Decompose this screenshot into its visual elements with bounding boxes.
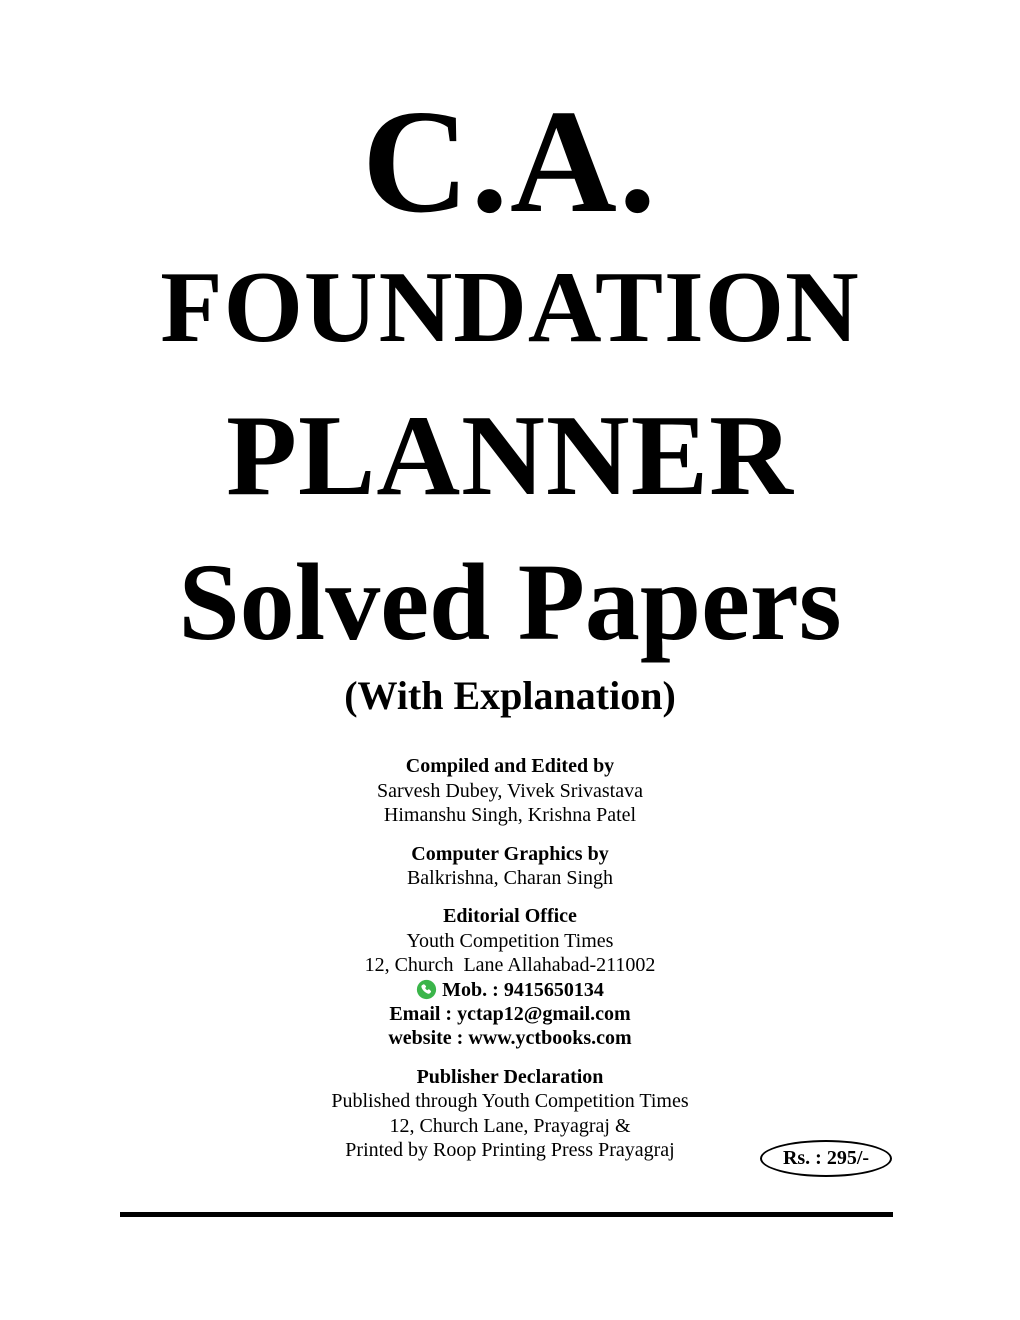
whatsapp-icon — [416, 979, 437, 1000]
price-label: Rs. : 295/- — [782, 1147, 870, 1169]
book-title-foundation: FOUNDATION — [160, 251, 860, 364]
editorial-office-heading: Editorial Office — [443, 905, 577, 928]
publisher-line1: Published through Youth Competition Time… — [331, 1090, 689, 1113]
compiled-names-line1: Sarvesh Dubey, Vivek Srivastava — [377, 779, 643, 802]
book-title-planner: PLANNER — [226, 391, 794, 520]
bottom-divider-rule — [120, 1212, 893, 1217]
editorial-office-address: 12, Church Lane Allahabad-211002 — [364, 954, 656, 977]
compiled-names-line2: Himanshu Singh, Krishna Patel — [383, 804, 637, 827]
editorial-office-name: Youth Competition Times — [406, 929, 614, 952]
email-line: Email : yctap12@gmail.com — [389, 1002, 631, 1025]
book-title-solved-papers: Solved Papers — [178, 540, 842, 663]
mobile-line: Mob. : 9415650134 — [0, 978, 1020, 1002]
website-line: website : www.yctbooks.com — [388, 1027, 632, 1050]
publisher-line2: 12, Church Lane, Prayagraj & — [389, 1114, 631, 1137]
graphics-heading: Computer Graphics by — [411, 842, 609, 865]
title-block: C.A. FOUNDATION PLANNER Solved Papers (W… — [160, 80, 860, 719]
price-badge: Rs. : 295/- — [760, 1140, 892, 1177]
graphics-names: Balkrishna, Charan Singh — [406, 866, 614, 889]
book-title-ca: C.A. — [362, 80, 658, 244]
publisher-line3: Printed by Roop Printing Press Prayagraj — [345, 1138, 675, 1161]
book-subtitle: (With Explanation) — [344, 673, 676, 719]
publication-info: Compiled and Edited by Sarvesh Dubey, Vi… — [0, 754, 1020, 1162]
publisher-declaration-heading: Publisher Declaration — [416, 1065, 604, 1088]
compiled-heading: Compiled and Edited by — [405, 755, 615, 778]
mobile-number: Mob. : 9415650134 — [442, 978, 604, 1001]
